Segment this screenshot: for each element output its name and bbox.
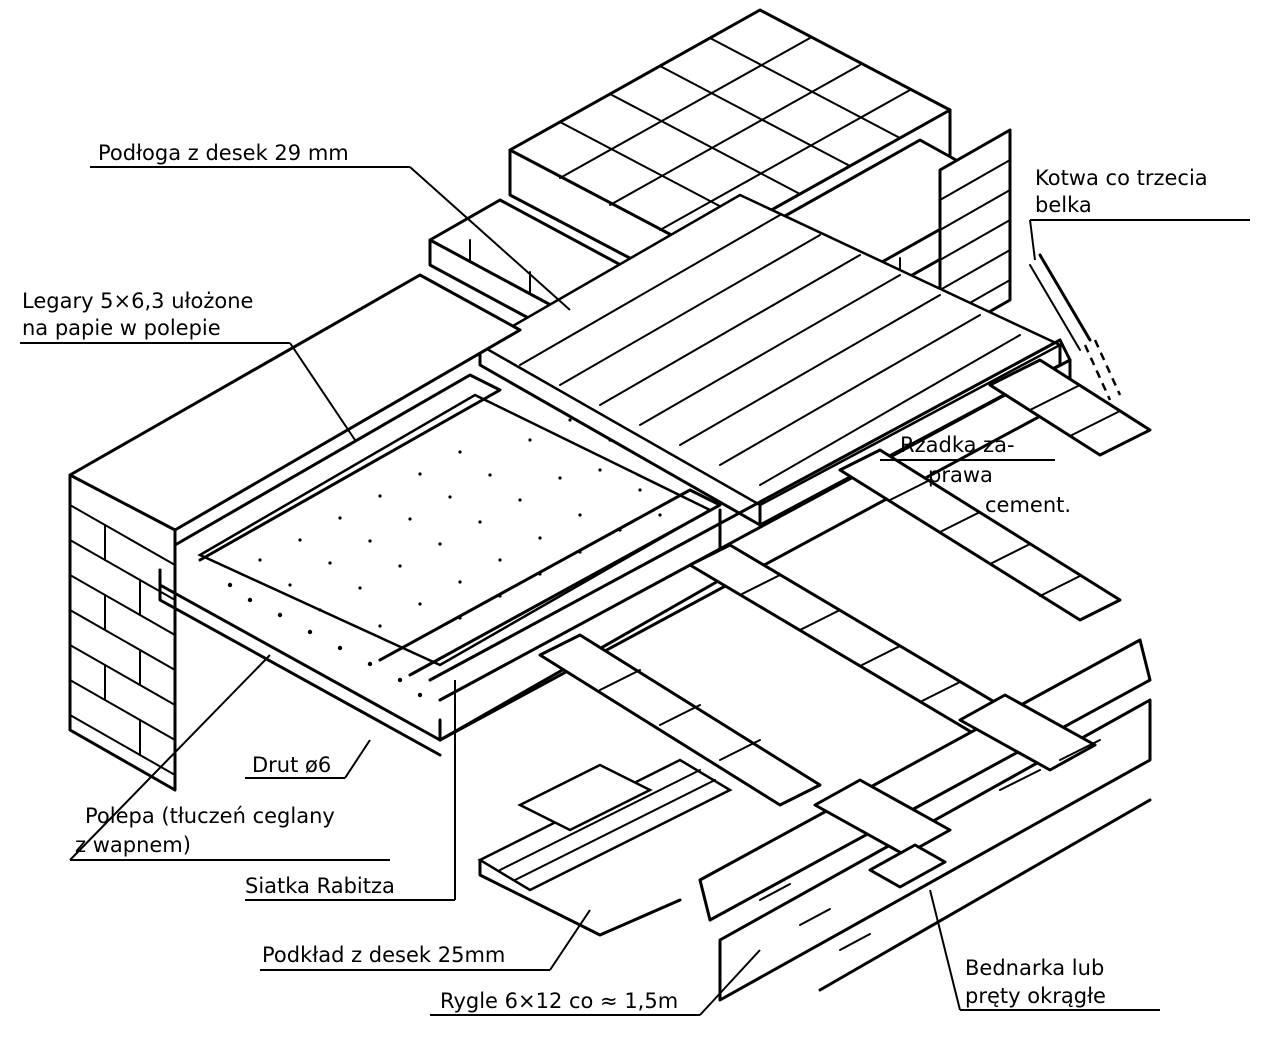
label-strap-line1: Bednarka lub <box>965 956 1104 980</box>
lower-brick-block <box>698 638 1152 1002</box>
label-wire: Drut ø6 <box>252 753 331 777</box>
label-floor-boards: Podłoga z desek 29 mm <box>98 141 349 165</box>
labels: Podłoga z desek 29 mm Kotwa co trzecia b… <box>22 141 1208 1013</box>
leader-lines <box>20 166 1250 1016</box>
label-mesh: Siatka Rabitza <box>245 874 395 898</box>
label-mortar-line3: cement. <box>985 493 1071 517</box>
label-joists-line2: na papie w polepie <box>22 316 221 340</box>
label-anchor-line2: belka <box>1035 193 1092 217</box>
underlay-boards <box>477 758 733 937</box>
label-pugging-line1: Polepa (tłuczeń ceglany <box>85 804 335 828</box>
pugging-layer <box>158 373 722 757</box>
label-pugging-line2: z wapnem) <box>75 833 191 857</box>
label-mortar-line2: prawa <box>928 463 993 487</box>
middle-brick-courses <box>538 358 1152 807</box>
label-mortar-line1: Rzadka za- <box>900 433 1015 457</box>
left-wall <box>68 273 522 792</box>
label-beams: Rygle 6×12 co ≈ 1,5m <box>440 989 678 1013</box>
label-joists-line1: Legary 5×6,3 ułożone <box>22 289 253 313</box>
label-anchor-line1: Kotwa co trzecia <box>1035 166 1208 190</box>
label-underlay: Podkład z desek 25mm <box>262 943 505 967</box>
label-strap-line2: pręty okrągłe <box>965 984 1106 1008</box>
anchor <box>1029 253 1122 401</box>
